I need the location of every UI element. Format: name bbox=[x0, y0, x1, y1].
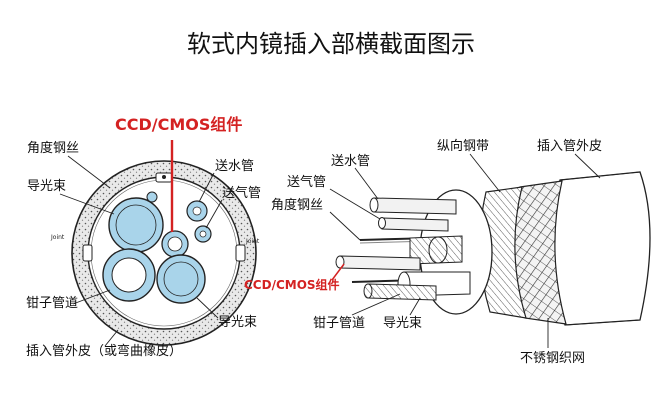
leader-right-ccd-cmos bbox=[331, 263, 345, 281]
right-label-light-guide: 导光束 bbox=[383, 316, 422, 331]
air-tube-bore bbox=[199, 230, 207, 238]
leader-left-light-guide-bottom bbox=[196, 297, 219, 319]
light-guide-left-inner bbox=[115, 204, 157, 246]
right-label-outer-sheath: 插入管外皮 bbox=[537, 139, 602, 154]
right-label-ccd-cmos: CCD/CMOS组件 bbox=[244, 277, 340, 292]
angle-wire-tab-left bbox=[82, 244, 93, 262]
left-label-light-guide-bottom: 导光束 bbox=[218, 315, 257, 330]
air-tube-body bbox=[381, 217, 449, 232]
ccd-cmos-cable bbox=[339, 255, 421, 271]
leader-left-outer-sheath bbox=[104, 329, 119, 347]
right-label-air-tube: 送气管 bbox=[287, 174, 326, 190]
page-title: 软式内镜插入部横截面图示 bbox=[187, 30, 475, 58]
leader-left-light-guide-top bbox=[59, 193, 115, 215]
ccd-cmos-core bbox=[167, 236, 183, 252]
leader-left-air-tube bbox=[205, 199, 223, 229]
light-guide-bundle-lower-end bbox=[363, 283, 373, 299]
forceps-channel-bore bbox=[111, 257, 147, 293]
outer-sheath-body bbox=[552, 171, 651, 326]
inner-core bbox=[90, 179, 238, 327]
leader-left-water-tube bbox=[198, 172, 215, 203]
left-cross-section: Joint Joint bbox=[50, 160, 260, 346]
light-guide-bundle-lower bbox=[367, 283, 437, 301]
ccd-cmos-cable-end bbox=[335, 255, 345, 269]
outer-sheath-edge-top bbox=[559, 171, 641, 181]
left-label-light-guide-top: 导光束 bbox=[27, 179, 66, 194]
leader-right-forceps-channel bbox=[351, 293, 401, 316]
leader-right-outer-sheath bbox=[574, 153, 601, 179]
leader-left-angle-wire bbox=[67, 155, 111, 189]
small-wire-top-left bbox=[146, 191, 158, 203]
leader-right-air-tube bbox=[329, 188, 381, 220]
angle-wire-dot-top bbox=[162, 175, 166, 179]
water-tube-body bbox=[373, 197, 457, 215]
leader-right-longitudinal-band bbox=[469, 153, 501, 193]
left-label-air-tube: 送气管 bbox=[222, 185, 261, 201]
air-tube-end bbox=[378, 217, 386, 229]
water-tube-end bbox=[369, 197, 379, 213]
leader-right-water-tube bbox=[354, 167, 379, 200]
leader-left-forceps-channel bbox=[72, 289, 111, 305]
angle-wire-tab-right bbox=[235, 244, 246, 262]
left-label-water-tube: 送水管 bbox=[215, 159, 254, 174]
right-label-stainless-mesh: 不锈钢织网 bbox=[520, 351, 585, 366]
leader-right-light-guide bbox=[409, 297, 421, 316]
left-label-angle-wire: 角度钢丝 bbox=[27, 140, 79, 156]
light-guide-right-inner bbox=[163, 261, 199, 297]
left-label-outer-sheath: 插入管外皮（或弯曲橡皮） bbox=[26, 343, 182, 359]
left-label-ccd-cmos: CCD/CMOS组件 bbox=[115, 115, 242, 134]
joint-label-right: Joint bbox=[245, 238, 260, 245]
right-label-angle-wire: 角度钢丝 bbox=[271, 197, 323, 213]
right-label-water-tube: 送水管 bbox=[331, 154, 370, 169]
left-label-forceps-channel: 钳子管道 bbox=[26, 296, 78, 311]
right-label-forceps-channel: 钳子管道 bbox=[313, 316, 365, 331]
outer-sheath-edge-bottom bbox=[564, 319, 641, 326]
right-cutaway bbox=[335, 171, 651, 326]
water-tube-bore bbox=[192, 206, 202, 216]
leader-right-angle-wire bbox=[329, 211, 361, 241]
light-guide-bundle-middle-end bbox=[428, 236, 448, 264]
right-label-longitudinal-band: 纵向钢带 bbox=[437, 138, 489, 154]
joint-label-left: Joint bbox=[50, 234, 65, 241]
